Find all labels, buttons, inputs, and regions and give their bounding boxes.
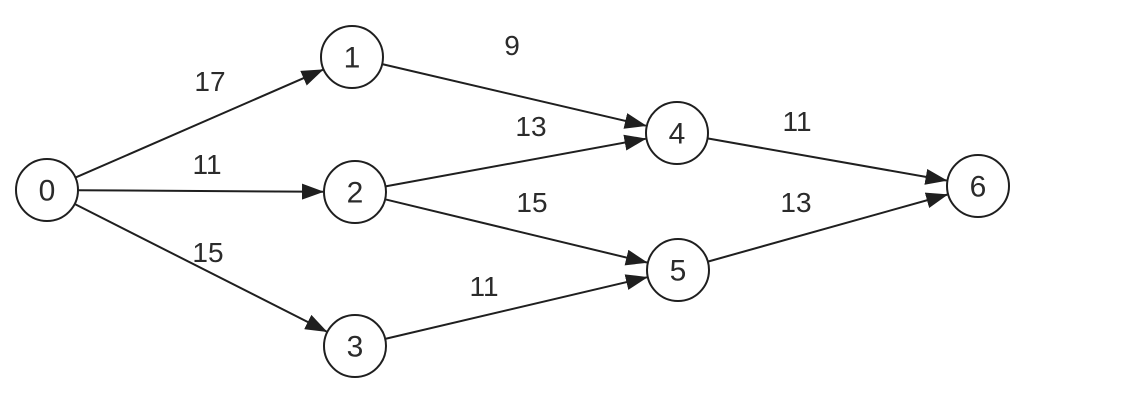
node-3: 3 <box>323 314 387 378</box>
node-2-label: 2 <box>347 177 364 210</box>
node-1-circle <box>320 25 384 89</box>
node-6-circle <box>946 154 1010 218</box>
node-6: 6 <box>946 154 1010 218</box>
edge-weight-0-2: 11 <box>192 149 221 180</box>
edge-3-5 <box>384 274 648 340</box>
node-0-label: 0 <box>39 175 56 208</box>
node-4-label: 4 <box>669 118 686 151</box>
edge-1-4 <box>381 63 647 129</box>
node-1: 1 <box>320 25 384 89</box>
node-2-circle <box>323 160 387 224</box>
edge-0-2 <box>77 183 324 200</box>
node-4: 4 <box>645 101 709 165</box>
node-3-label: 3 <box>347 331 364 364</box>
edge-weight-1-4: 9 <box>504 30 520 61</box>
edge-weight-4-6: 11 <box>782 106 811 137</box>
edge-2-4 <box>385 134 647 188</box>
edge-4-6 <box>707 137 948 185</box>
node-5-label: 5 <box>670 255 687 288</box>
edge-2-5 <box>384 198 648 266</box>
edge-weight-3-5: 11 <box>469 271 498 302</box>
node-4-circle <box>645 101 709 165</box>
edge-0-3 <box>74 203 328 333</box>
node-5-circle <box>646 238 710 302</box>
nodes-layer: 0 1 2 3 4 5 6 <box>15 25 1010 378</box>
edge-weight-0-3: 15 <box>192 237 223 268</box>
node-0-circle <box>15 158 79 222</box>
edges-layer <box>74 63 949 340</box>
node-6-label: 6 <box>970 171 987 204</box>
edge-5-6 <box>707 192 949 263</box>
node-0: 0 <box>15 158 79 222</box>
node-2: 2 <box>323 160 387 224</box>
edge-weight-0-1: 17 <box>194 66 225 97</box>
edge-weight-5-6: 13 <box>780 187 811 218</box>
node-3-circle <box>323 314 387 378</box>
node-1-label: 1 <box>344 42 361 75</box>
node-5: 5 <box>646 238 710 302</box>
edge-weight-2-5: 15 <box>516 187 547 218</box>
edge-weight-2-4: 13 <box>515 111 546 142</box>
edge-0-1 <box>75 68 324 179</box>
